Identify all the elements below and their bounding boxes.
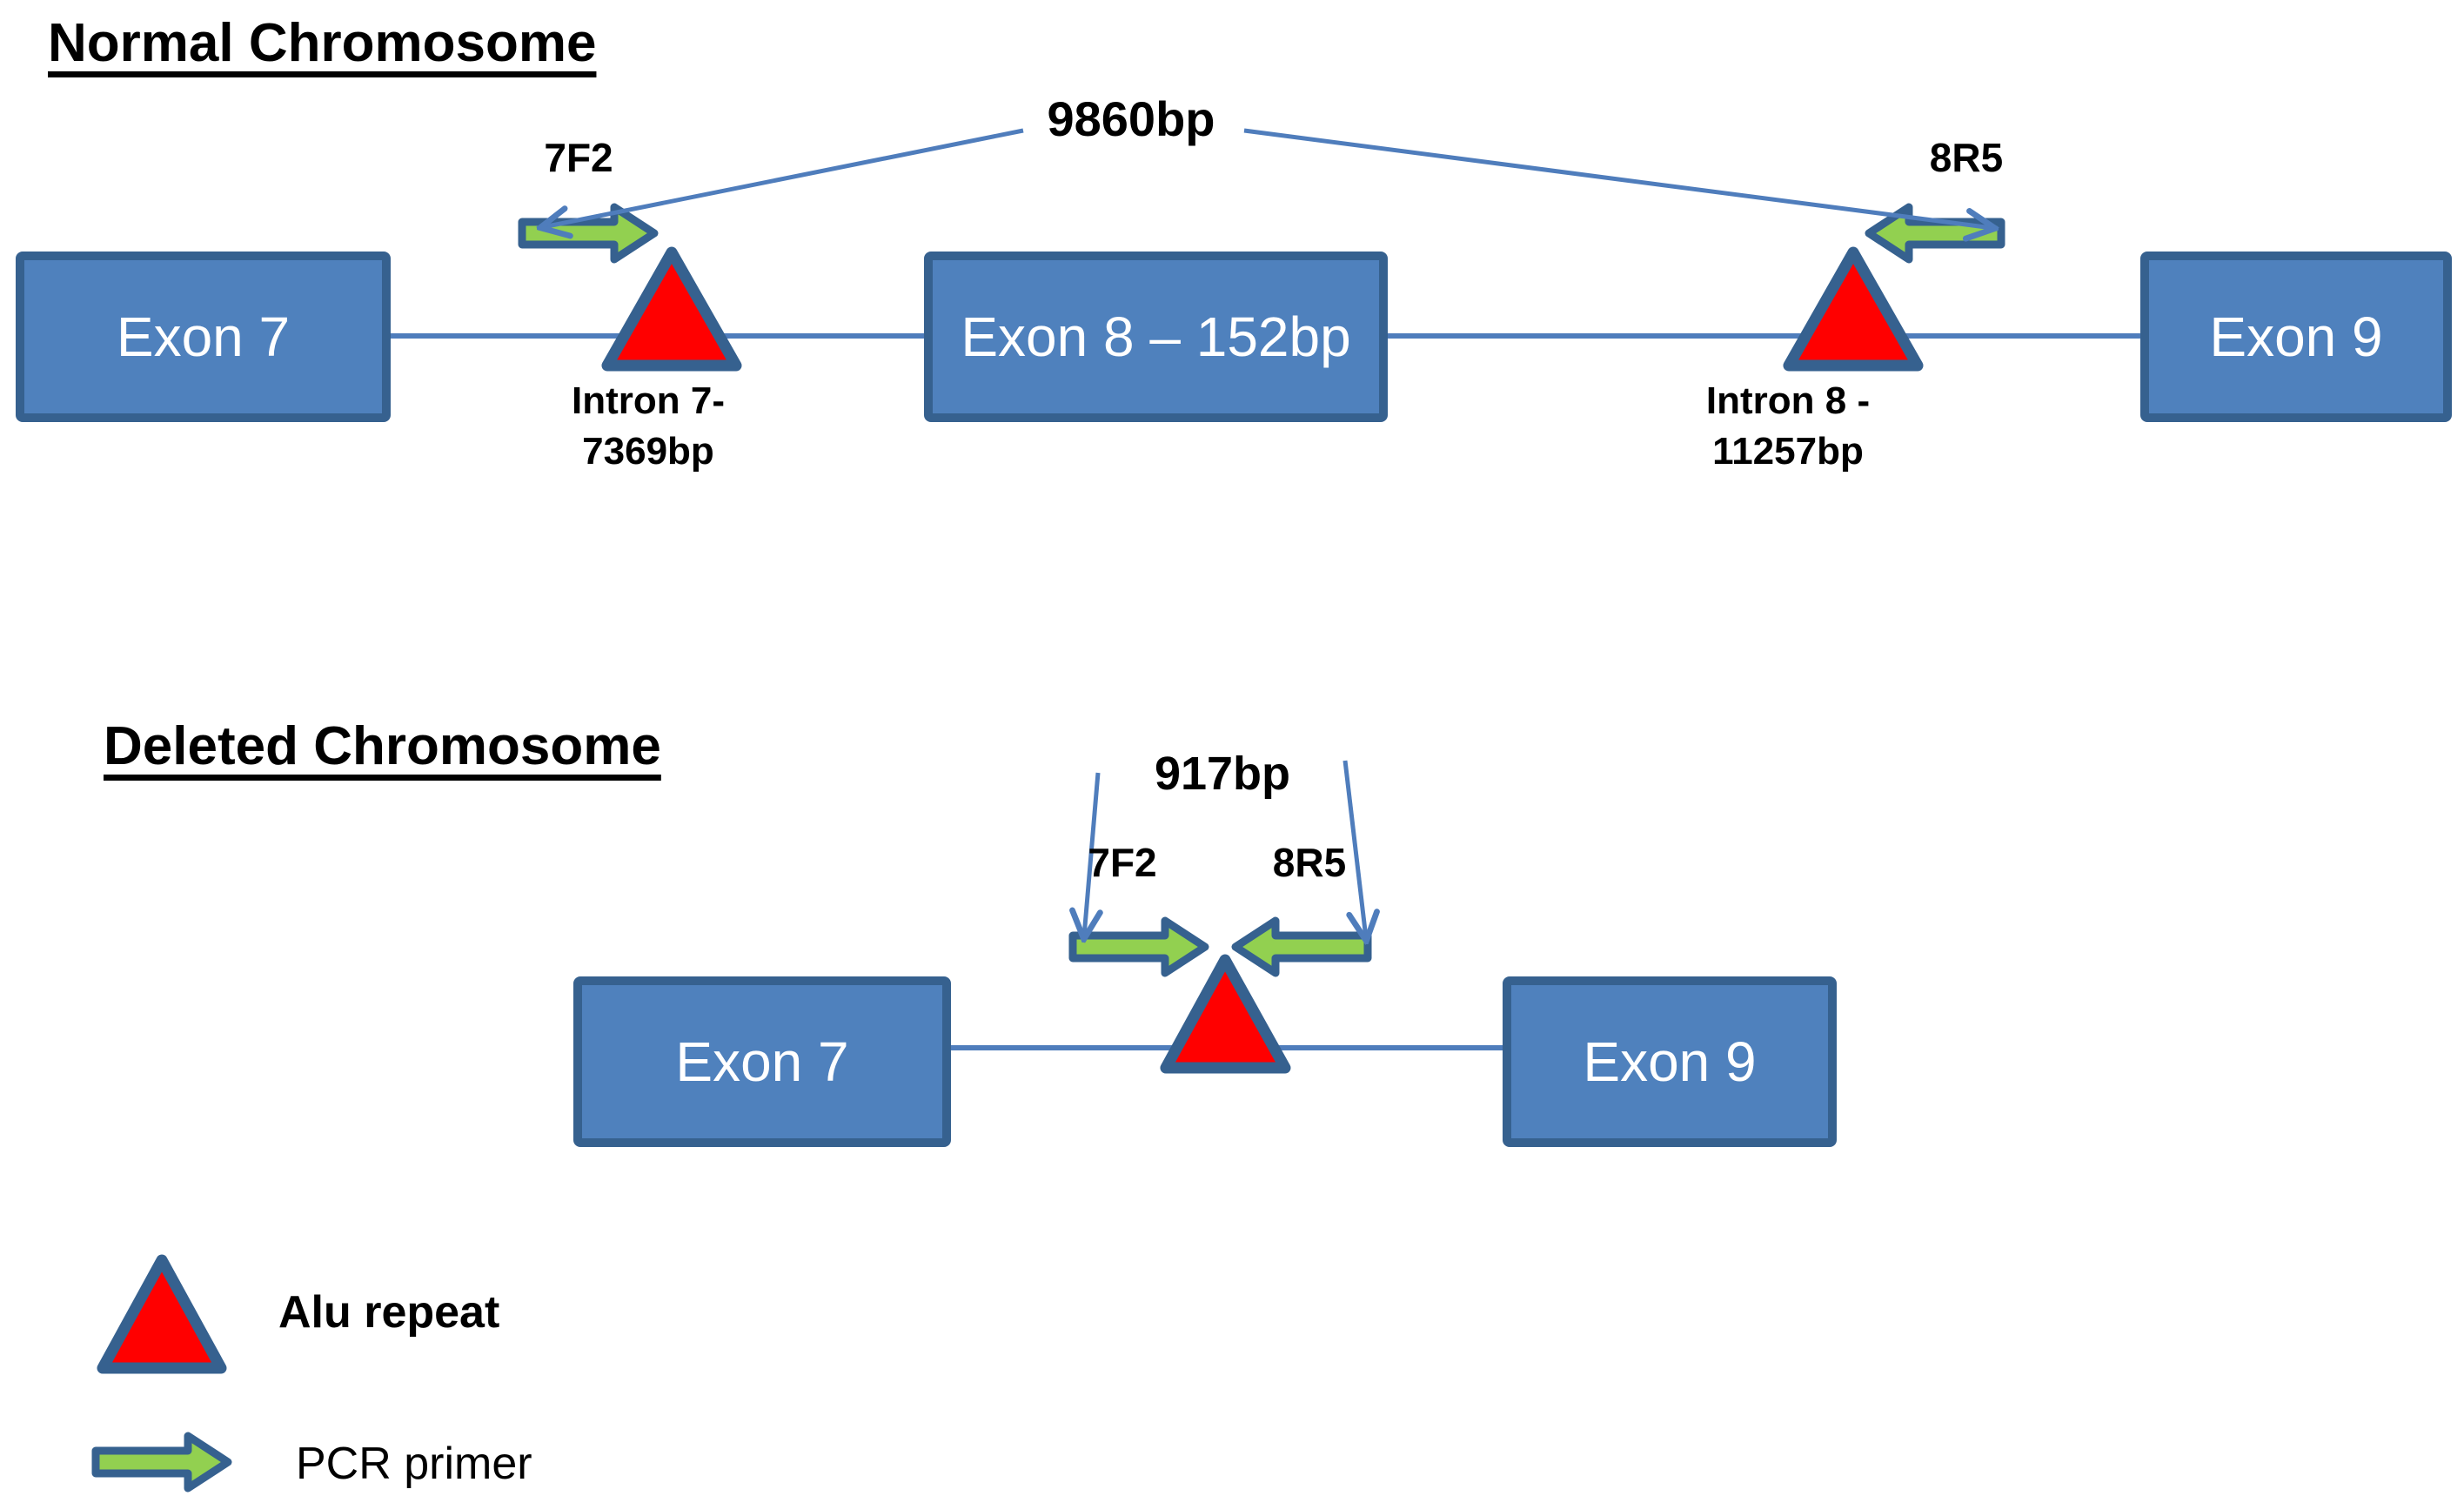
deleted-chromosome-title: Deleted Chromosome — [104, 716, 661, 776]
exon9-label: Exon 9 — [2209, 305, 2383, 368]
exon9-box: Exon 9 — [2140, 252, 2452, 422]
legend-alu-repeat-icon — [97, 1254, 227, 1374]
exon7-deleted-box: Exon 7 — [573, 976, 951, 1147]
primer-8r5-deleted-arrow-icon — [1231, 916, 1372, 977]
intron8-label-line1: Intron 8 - — [1705, 379, 1871, 422]
legend-alu-repeat-label: Alu repeat — [278, 1287, 500, 1338]
intron8-label-line2: 11257bp — [1712, 430, 1864, 473]
intron7-label-line2: 7369bp — [582, 430, 714, 473]
primer-7f2-deleted-label: 7F2 — [1088, 840, 1157, 885]
alu-repeat-intron7-icon — [601, 246, 742, 372]
deleted-product-size-label: 917bp — [1154, 748, 1291, 800]
primer-7f2-deleted-arrow-icon — [1068, 916, 1209, 977]
exon9-deleted-box: Exon 9 — [1503, 976, 1837, 1147]
callout-917bp-right-line — [1342, 760, 1366, 938]
exon9-deleted-label: Exon 9 — [1583, 1030, 1757, 1093]
alu-repeat-intron8-icon — [1783, 246, 1924, 372]
exon7-box: Exon 7 — [16, 252, 391, 422]
legend-pcr-primer-icon — [91, 1432, 232, 1493]
exon8-box: Exon 8 – 152bp — [924, 252, 1388, 422]
exon7-label: Exon 7 — [116, 305, 291, 368]
primer-8r5-deleted-label: 8R5 — [1272, 840, 1347, 885]
legend-pcr-primer-label: PCR primer — [296, 1439, 532, 1489]
intron7-label-line1: Intron 7- — [572, 379, 725, 422]
primer-7f2-arrow-icon — [518, 203, 659, 264]
normal-chromosome-title: Normal Chromosome — [48, 13, 597, 73]
primer-8r5-label: 8R5 — [1929, 135, 2004, 180]
alu-repeat-deleted-icon — [1160, 954, 1291, 1074]
exon8-label: Exon 8 – 152bp — [961, 305, 1351, 368]
intron8-label: Intron 8 - 11257bp — [1649, 376, 1927, 477]
primer-8r5-arrow-icon — [1865, 203, 2005, 264]
callout-9860bp-left-line — [543, 128, 1024, 227]
exon7-deleted-label: Exon 7 — [675, 1030, 849, 1093]
callout-9860bp-right-line — [1243, 128, 1992, 228]
intron7-label: Intron 7- 7369bp — [513, 376, 783, 477]
primer-7f2-label: 7F2 — [544, 135, 613, 180]
callout-917bp-left-line — [1084, 772, 1098, 936]
normal-product-size-label: 9860bp — [1047, 91, 1215, 146]
